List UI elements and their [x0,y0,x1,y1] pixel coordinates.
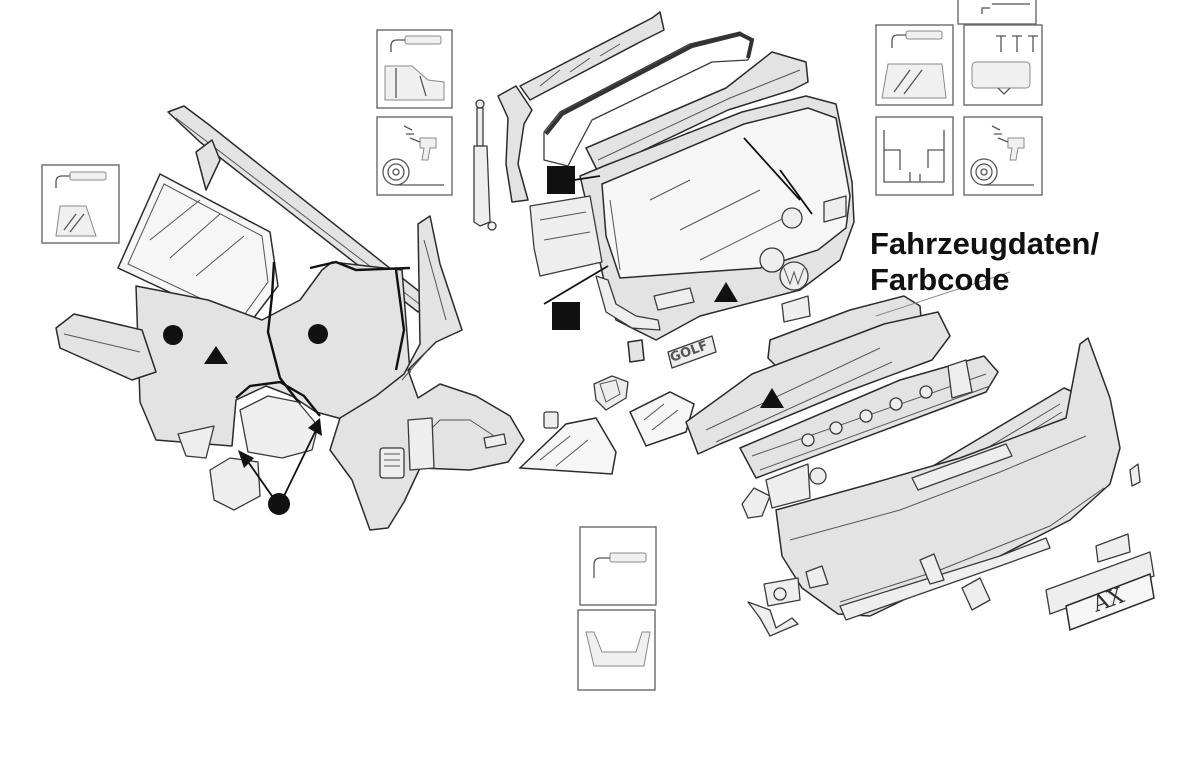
window-glass-icon [55,205,97,237]
adhesive-tube-icon [55,171,107,188]
tile-spray-left [376,116,453,196]
square-marker [552,302,580,330]
side-panel-assembly [55,105,525,531]
vw-emblem [779,261,809,291]
tile-wiring [875,116,954,196]
wiring-harness-icon [883,130,945,183]
rear-panel [685,311,951,455]
tile-spray-right [963,116,1043,196]
tail-lights [518,375,695,475]
inner-wheelhouse [329,215,525,531]
adhesive-tube-icon [390,35,442,52]
adhesive-tube-icon [891,30,943,48]
handle-bracket-icon [585,631,651,667]
vehicle-data-callout: Fahrzeugdaten/ Farbcode [870,226,1099,297]
window-glass-icon [881,63,947,99]
tile-window-right [875,24,954,106]
tile-screws [963,24,1043,106]
square-marker [547,166,575,194]
circle-marker [163,325,183,345]
rear-bumper-assembly: AX [741,271,1155,637]
tile-door [376,29,453,109]
inner-tail-light [629,391,695,447]
golf-badge: GOLF [667,335,717,369]
callout-line-1: Fahrzeugdaten/ [870,226,1099,261]
spray-gun-roll-icon [970,125,1034,186]
triangle-marker [204,346,228,364]
spray-gun-roll-icon [382,125,444,186]
adhesive-tube-icon [593,552,647,578]
door-panel-icon [384,65,445,101]
triangle-marker [760,388,784,408]
outer-tail-light [518,417,617,475]
circle-marker [308,324,328,344]
tile-left-window [41,164,120,244]
tile-adhesive-bottom [579,526,657,606]
tile-top-partial [957,0,1037,25]
screws-icon [971,35,1038,95]
triangle-marker [714,282,738,302]
callout-line-2: Farbcode [870,262,1010,297]
tile-handle [577,609,656,691]
gas-strut [473,99,497,231]
rear-reinforcement [685,295,999,479]
circle-marker [268,493,290,515]
license-plate: AX [1045,533,1155,632]
tailgate-assembly: GOLF [473,11,855,369]
